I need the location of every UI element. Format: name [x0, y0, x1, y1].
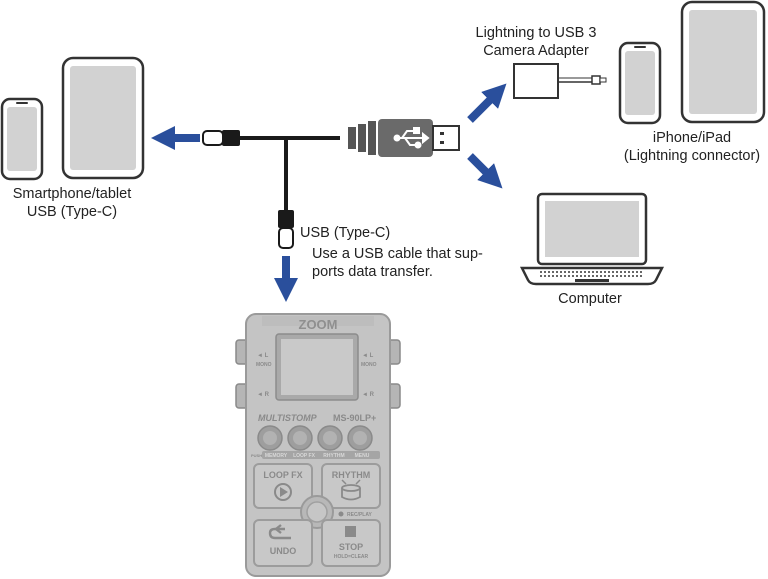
usbc-plug-down	[278, 210, 294, 249]
knob-label-memory: MEMORY	[265, 453, 288, 459]
pedal-in-mono: MONO	[361, 362, 377, 368]
drum-icon	[341, 479, 361, 501]
recplay-label: REC/PLAY	[347, 512, 372, 518]
usb-cable	[238, 136, 340, 212]
stop-icon	[345, 526, 356, 537]
pedal-in-l: ◄ L	[362, 353, 374, 359]
pedal-series: MULTISTOMP	[258, 413, 318, 423]
stop-sub-label: HOLD=CLEAR	[334, 554, 369, 560]
note-line1: Use a USB cable that sup-	[312, 246, 483, 262]
adapter-label-line1: Lightning to USB 3	[476, 25, 597, 41]
pedal-in-r: ◄ R	[362, 392, 375, 398]
smartphone-label-line1: Smartphone/tablet	[13, 186, 132, 202]
undo-icon	[268, 524, 291, 540]
iphone-label-line1: iPhone/iPad	[653, 130, 731, 146]
pedal-out-r: ◄ R	[257, 392, 270, 398]
arrow-to-adapter	[467, 83, 507, 123]
iphone-right	[618, 41, 662, 125]
pedal-push-label: PUSH	[251, 453, 262, 458]
rhythm-label: RHYTHM	[332, 470, 371, 480]
pedal-knob-row	[257, 425, 373, 451]
knob-label-rhythm: RHYTHM	[323, 453, 344, 459]
usbc-plug-left	[202, 130, 240, 146]
smartphone-left	[0, 97, 44, 181]
pedal-out-mono: MONO	[256, 362, 272, 368]
ipad-right	[680, 0, 766, 124]
play-icon	[274, 483, 292, 501]
undo-label: UNDO	[270, 546, 297, 556]
iphone-label-line2: (Lightning connector)	[624, 148, 760, 164]
loopfx-label: LOOP FX	[263, 470, 302, 480]
stop-label: STOP	[339, 542, 363, 552]
arrow-to-computer	[467, 153, 503, 189]
usb-symbol-icon	[393, 127, 430, 149]
usb-a-plug	[348, 119, 460, 157]
tablet-left	[61, 56, 145, 180]
smartphone-label-line2: USB (Type-C)	[27, 204, 117, 220]
laptop-computer	[519, 192, 665, 286]
computer-label: Computer	[558, 291, 622, 307]
pedal-out-l: ◄ L	[257, 353, 269, 359]
rec-indicator	[338, 511, 344, 517]
camera-adapter	[513, 63, 607, 99]
knob-label-menu: MENU	[355, 453, 370, 459]
usbc-port-label: USB (Type-C)	[300, 225, 390, 241]
pedal-ms-90lp: ZOOM ◄ L MONO ◄ R ◄ L MONO ◄ R MULTISTOM…	[235, 313, 401, 577]
pedal-model: MS-90LP+	[333, 413, 376, 423]
pedal-brand: ZOOM	[299, 317, 338, 332]
knob-label-loopfx: LOOP FX	[293, 453, 316, 459]
adapter-label-line2: Camera Adapter	[483, 43, 589, 59]
note-line2: ports data transfer.	[312, 264, 433, 280]
